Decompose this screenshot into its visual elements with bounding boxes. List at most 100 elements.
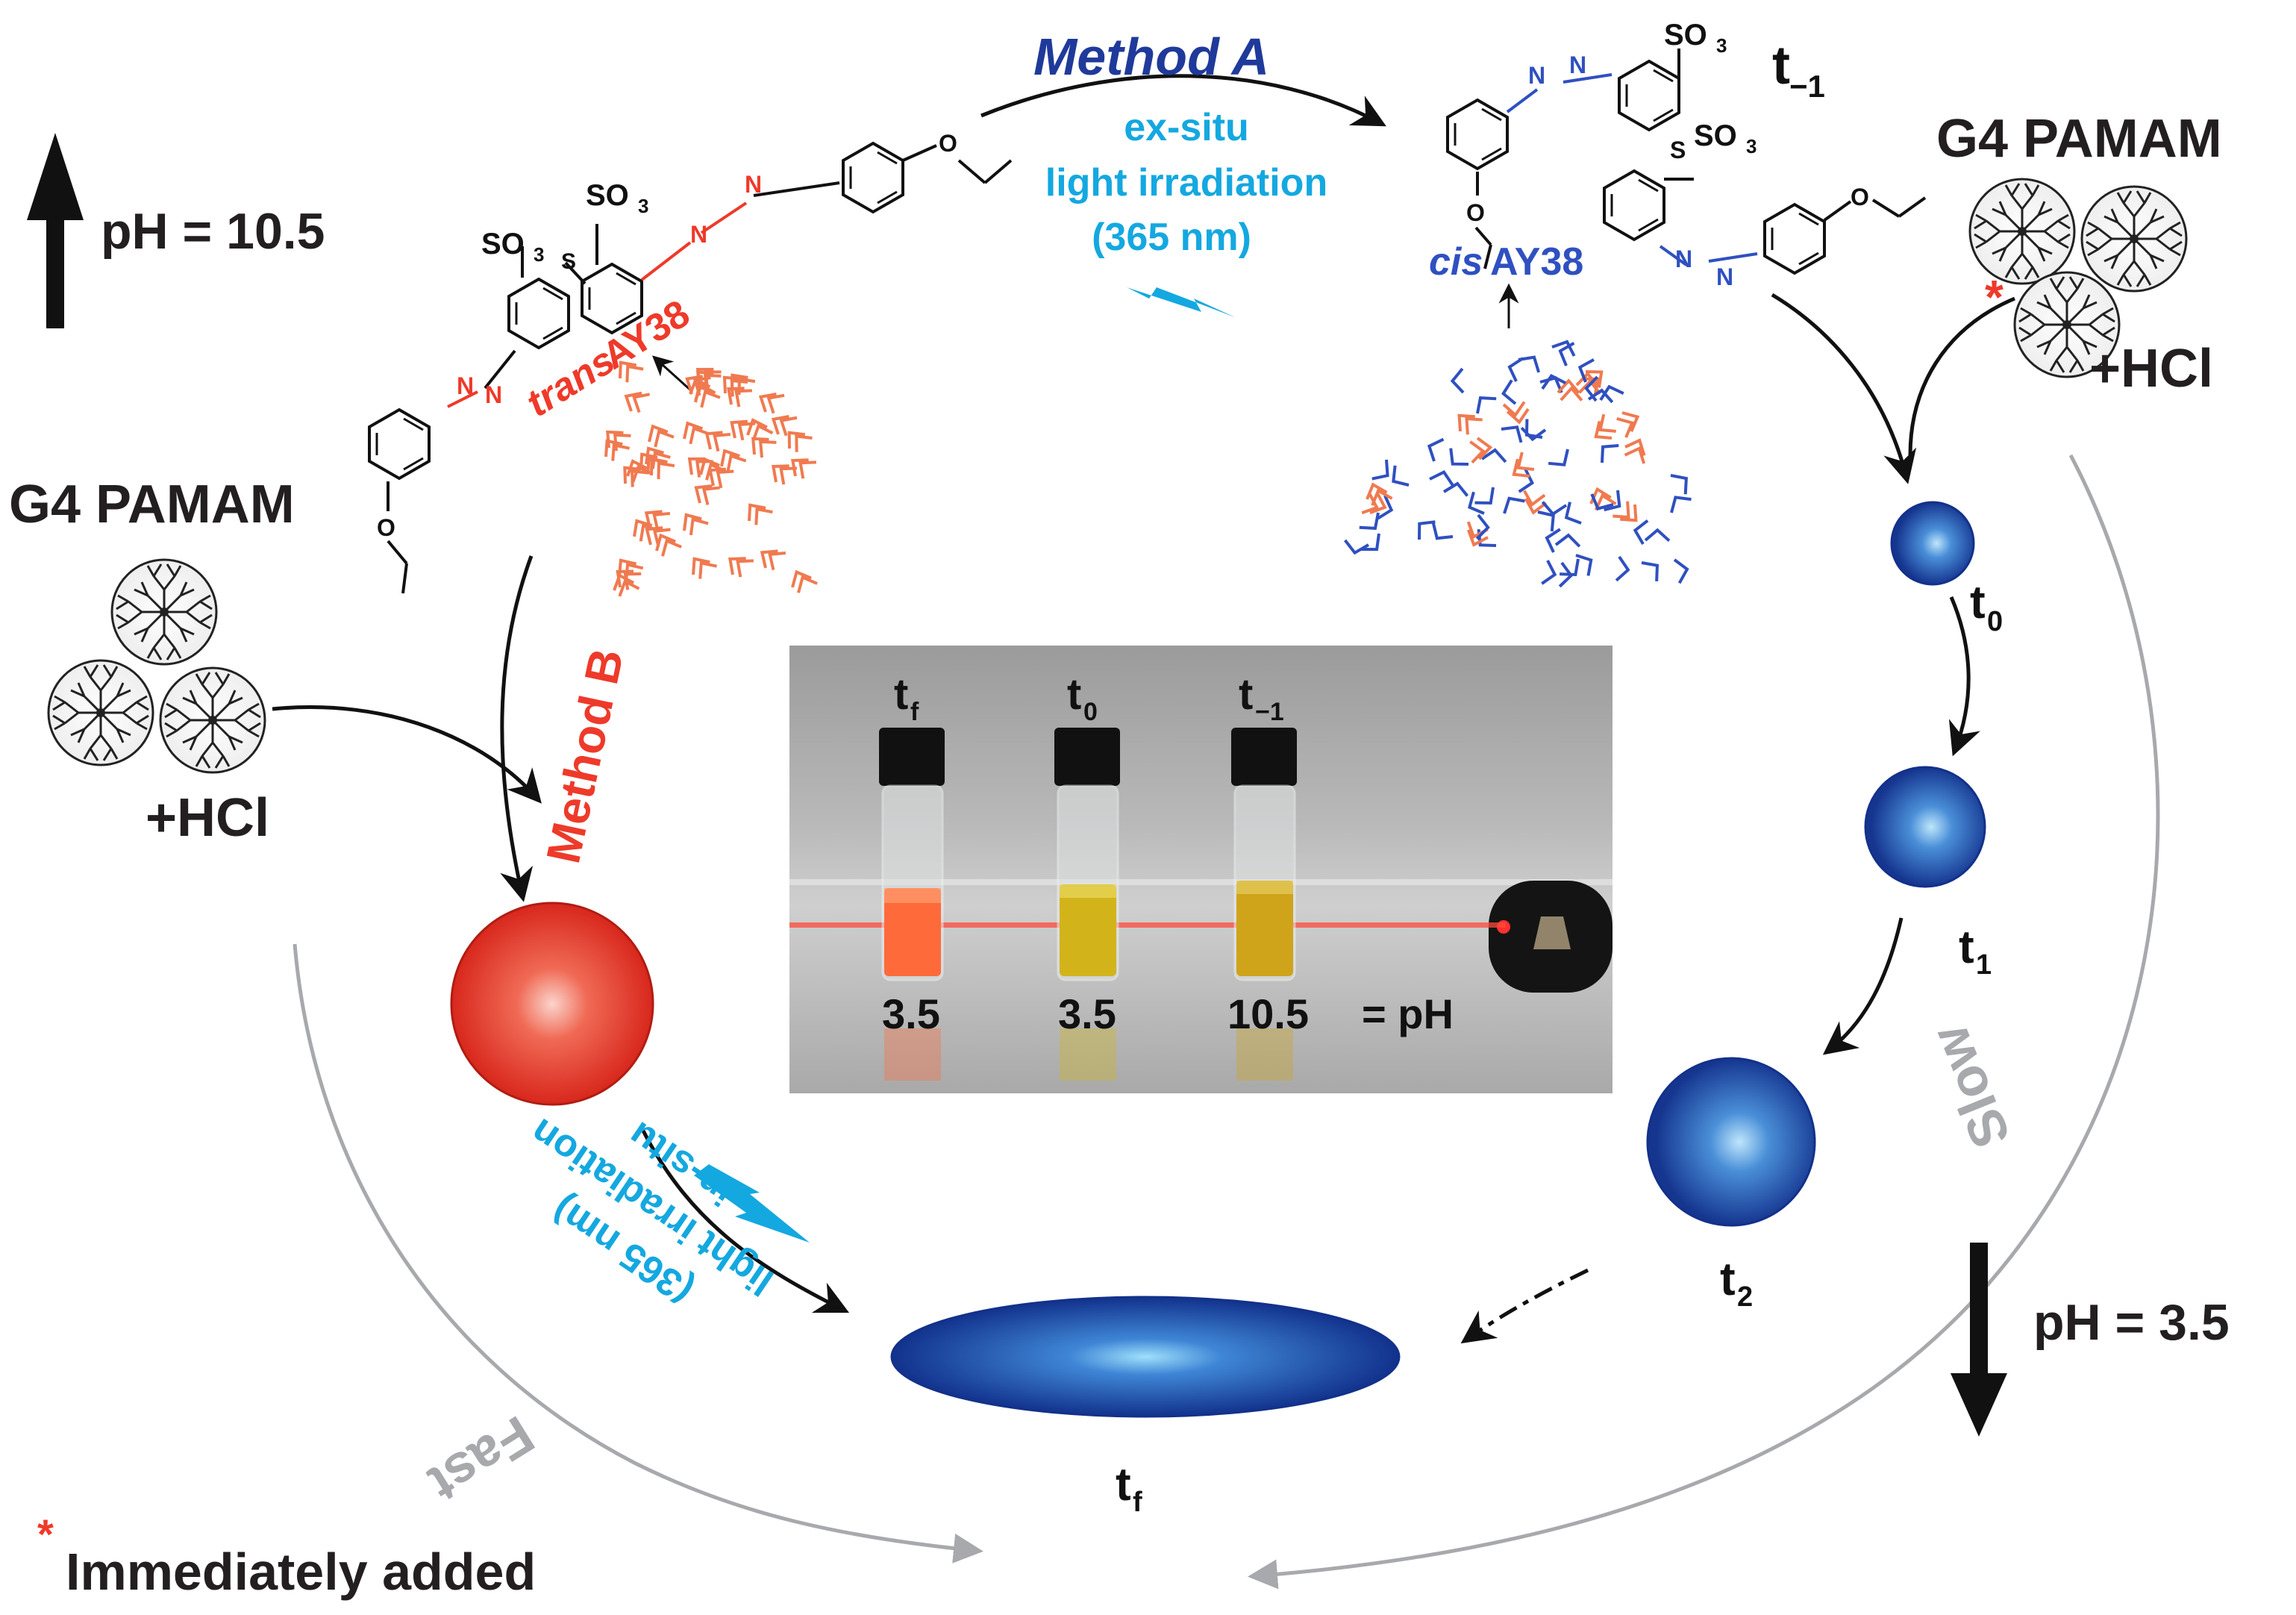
blue-sphere-t1: [1864, 766, 1986, 888]
footnote-asterisk: *: [37, 1511, 54, 1558]
ph-up-arrow: [27, 133, 84, 328]
trans-molecule-mark: [780, 422, 814, 456]
trans-molecule-mark: [613, 552, 643, 582]
laser-beam: [789, 922, 1506, 928]
cis-molecule-mark: [1574, 548, 1599, 578]
svg-text:O: O: [377, 514, 395, 541]
cis-molecule-mark: [1469, 389, 1498, 415]
vial-t0: [1054, 728, 1120, 981]
method-a-label: Method A: [1033, 28, 1269, 86]
trans-molecule-mark: [701, 423, 731, 454]
method-b-label: Method B: [536, 644, 634, 868]
cis-molecule-mark: [1664, 489, 1693, 514]
exsitu-line1: ex-situ: [1124, 106, 1249, 149]
ph-down-label: pH = 3.5: [2033, 1294, 2230, 1351]
svg-text:S: S: [1670, 137, 1686, 163]
cis-ay38-label: cis AY38: [1429, 240, 1583, 284]
svg-text:S: S: [561, 249, 576, 274]
pamam-to-t0-arrow: [1908, 296, 2015, 456]
svg-text:N: N: [1569, 51, 1586, 78]
cis-molecule-mark: [1452, 369, 1463, 393]
exsitu-line3: (365 nm): [1092, 216, 1251, 259]
svg-text:−1: −1: [1789, 69, 1825, 104]
trans-molecule-mark: [756, 542, 786, 572]
slow-label: Slow: [1919, 1016, 2021, 1156]
cis-molecule-mark: [1615, 407, 1643, 437]
fast-label: Fast: [419, 1404, 544, 1513]
trans-molecule-mark: [715, 366, 749, 401]
svg-text:t: t: [1720, 1254, 1736, 1305]
t2-label: t 2: [1720, 1254, 1753, 1313]
cis-molecule-mark: [1385, 463, 1410, 493]
lightning-icon-bottom: [694, 1164, 810, 1243]
cis-molecule-mark: [1468, 435, 1493, 464]
cis-molecule-mark: [1588, 414, 1618, 445]
cis-molecule-mark: [1554, 533, 1582, 549]
method-b-arrow: [500, 555, 534, 902]
so3-sub-a: 3: [638, 195, 648, 217]
fast-arc-arrow: [293, 943, 983, 1564]
svg-text:t: t: [894, 670, 908, 719]
right-hcl-label: +HCl: [2089, 339, 2213, 399]
laser-pointer: [1489, 881, 1612, 993]
vial-label-t0: t 0: [1067, 670, 1098, 726]
cis-molecule-mark: [1504, 354, 1524, 383]
lightning-icon-top: [1112, 280, 1235, 317]
cis-molecule-mark: [1497, 490, 1527, 515]
cis-molecule-mark: [1669, 467, 1695, 496]
trans-ay38-label: trans AY38: [519, 292, 698, 425]
blue-sphere-t2: [1646, 1057, 1816, 1227]
right-pamam-label: G4 PAMAM: [1936, 109, 2222, 169]
left-dendrimers: [47, 558, 266, 774]
svg-text:t: t: [1067, 670, 1081, 719]
cis-to-t0-arrow: [1771, 293, 1917, 484]
cis-so3-label-b: SO: [1694, 119, 1737, 152]
trans-molecule-mark: [676, 505, 710, 539]
svg-text:Fast: Fast: [419, 1404, 544, 1513]
cis-molecule-mark: [1477, 515, 1489, 540]
tf-label: t f: [1116, 1459, 1142, 1518]
t1-label: t 1: [1959, 922, 1992, 981]
method-a-arrow: [980, 74, 1386, 127]
cis-molecule-mark: [1370, 458, 1397, 487]
cis-molecule-mark: [1548, 449, 1574, 472]
cis-molecule-mark: [1612, 499, 1643, 530]
t0-label: t 0: [1970, 577, 2003, 637]
svg-text:0: 0: [1083, 698, 1098, 726]
trans-molecule-mark: [720, 377, 754, 411]
exsitu-line2: light irradiation: [1045, 161, 1327, 204]
svg-text:N: N: [1716, 263, 1733, 290]
cis-molecule-mark: [1640, 555, 1667, 583]
svg-text:AY38: AY38: [1490, 240, 1583, 284]
trans-molecule-mark: [784, 449, 818, 483]
svg-text:N: N: [1675, 246, 1692, 272]
trans-molecule-mark: [619, 383, 651, 416]
trans-molecule-mark: [740, 495, 775, 528]
cis-molecule-mark: [1673, 556, 1692, 585]
vial-ph-t-minus1: 10.5: [1227, 990, 1309, 1037]
cis-molecule-mark: [1410, 513, 1437, 541]
vial-t-minus1: [1231, 728, 1297, 981]
cis-so3-sub-b: 3: [1746, 135, 1757, 157]
svg-text:t: t: [1959, 922, 1974, 973]
svg-text:N: N: [485, 381, 502, 408]
svg-text:O: O: [1851, 184, 1869, 210]
svg-text:O: O: [1466, 199, 1485, 226]
vial-ph-t0: 3.5: [1058, 990, 1116, 1037]
cis-molecule-mark: [1473, 486, 1501, 513]
trans-molecule-mark: [787, 566, 817, 594]
so3-sub-b: 3: [534, 243, 544, 266]
trans-molecule-mark: [677, 415, 710, 447]
cis-molecule-mark: [1615, 555, 1631, 584]
svg-text:t: t: [1772, 36, 1790, 96]
vial-ph-tf: 3.5: [882, 990, 940, 1037]
trans-molecule-mark: [684, 549, 719, 582]
cis-so3-label-a: SO: [1664, 19, 1707, 51]
ph-up-label: pH = 10.5: [101, 203, 325, 260]
cis-molecule-mark: [1517, 467, 1537, 496]
left-pamam-arrow: [272, 705, 542, 804]
trans-molecule-mark: [754, 384, 786, 418]
vial-ph-suffix: = pH: [1362, 990, 1454, 1037]
